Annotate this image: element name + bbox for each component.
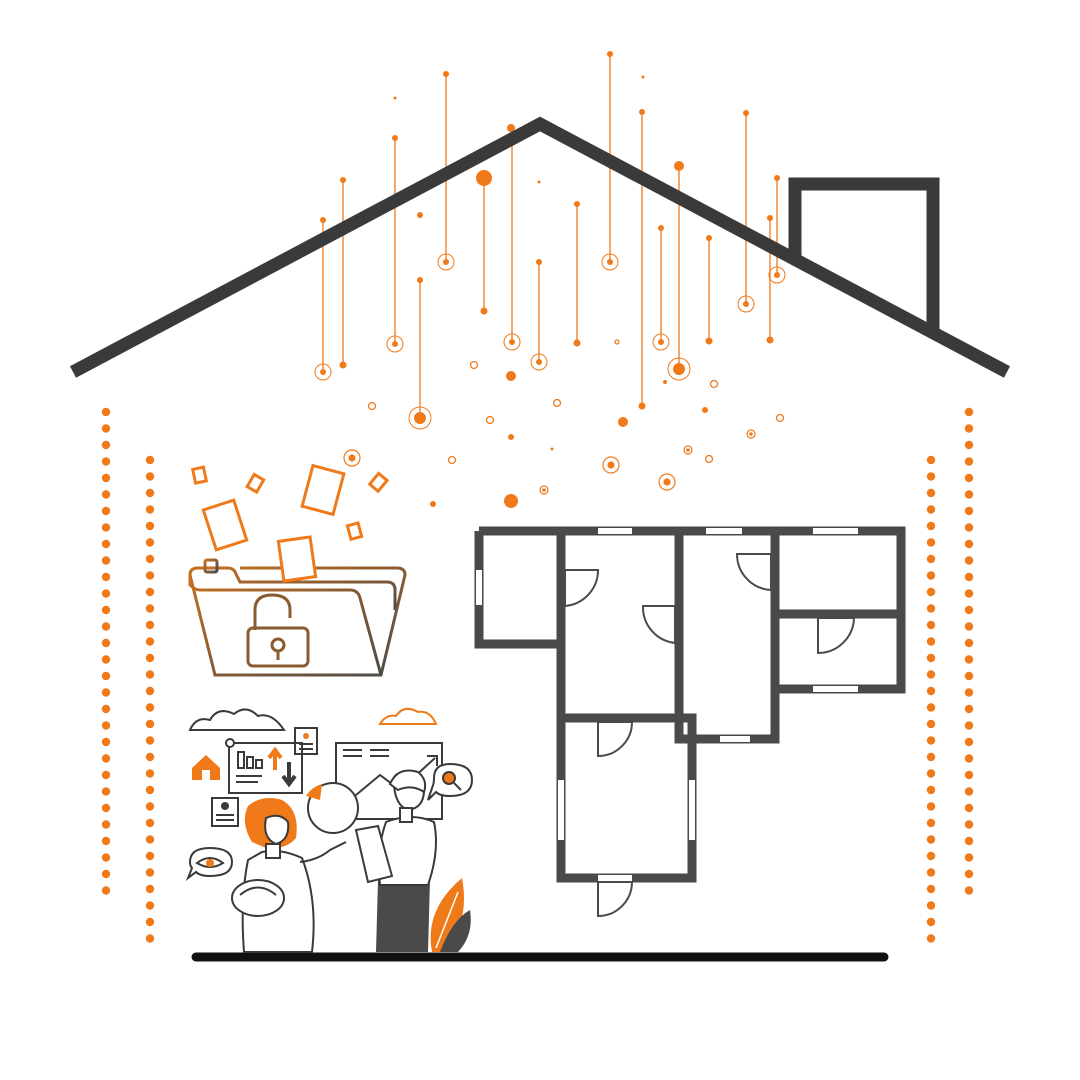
document-icon: [300, 463, 346, 517]
document-icon: [201, 498, 249, 552]
bar-chart-icon: [225, 738, 303, 794]
unlocked-padlock-icon: [246, 593, 310, 668]
document-icon: [294, 727, 318, 755]
document-icon: [211, 797, 239, 827]
floor-plan: [474, 526, 906, 918]
document-icon: [276, 535, 318, 583]
magnifier-icon: [427, 762, 474, 801]
data-rain: [314, 51, 786, 508]
leaf-plant-icon: [430, 878, 471, 952]
trend-arrows: [267, 746, 297, 788]
dotted-walls: [101, 407, 974, 943]
pie-chart-icon: [306, 782, 359, 834]
floating-documents: [190, 463, 390, 583]
house-icon: [192, 755, 220, 780]
person-icon: [354, 769, 437, 952]
cloud-icon: [378, 707, 438, 725]
folder-icon: [188, 558, 407, 677]
house-roof: [69, 116, 1011, 378]
eye-icon: [185, 846, 234, 881]
person-icon: [231, 798, 347, 953]
chimney: [788, 177, 940, 332]
cloud-icon: [188, 708, 286, 731]
